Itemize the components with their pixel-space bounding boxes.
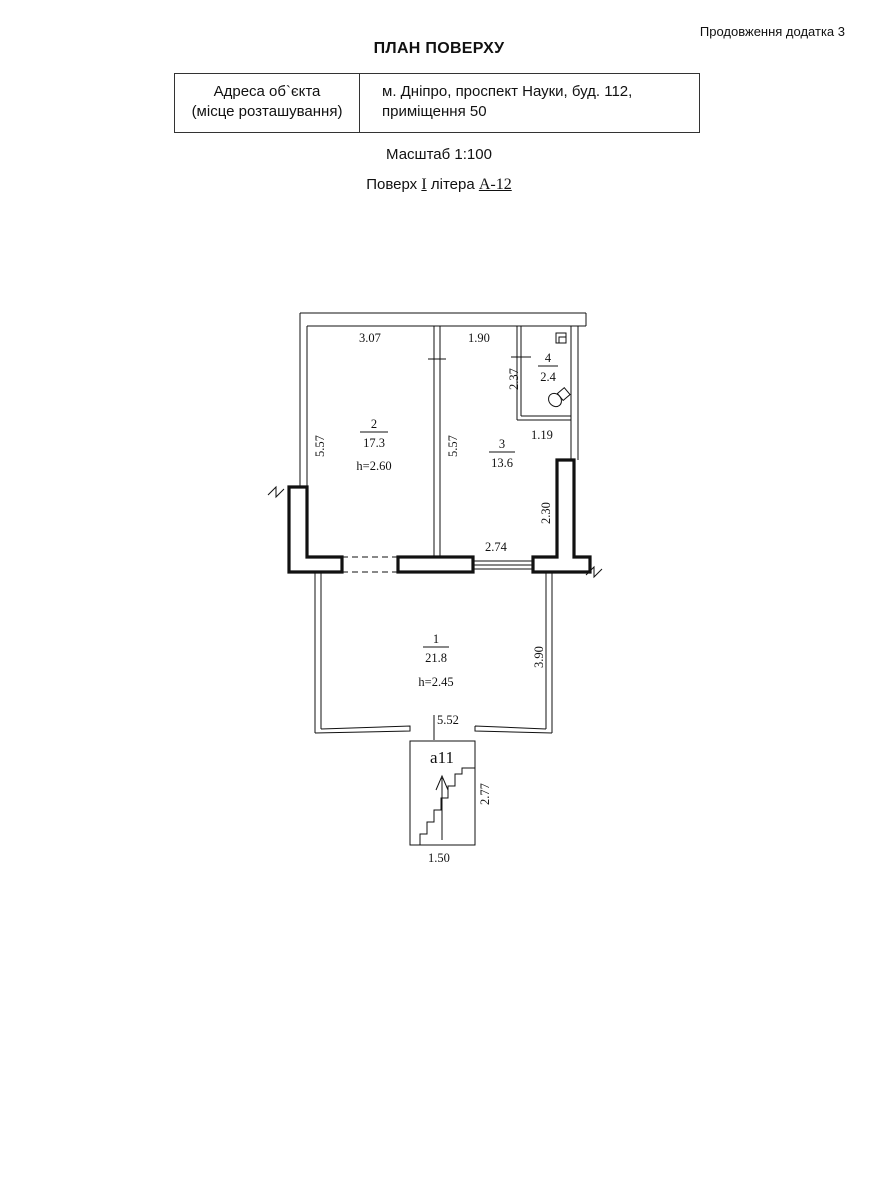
floor-prefix: Поверх (366, 176, 418, 193)
stair-outline (409, 740, 476, 846)
dim-opening-width: 2.74 (485, 540, 508, 554)
thick-wall-center (396, 555, 475, 574)
dim-room4-height: 2.37 (507, 368, 521, 390)
address-label-line1: Адреса об`єкта (213, 83, 321, 100)
room3-number: 3 (499, 437, 505, 451)
room1-area: 21.8 (425, 651, 447, 665)
floor-letter: А-12 (478, 176, 512, 193)
toilet-icon (548, 392, 562, 408)
break-mark-left (267, 485, 285, 499)
stair-label: а11 (430, 748, 454, 767)
sink-inner (558, 336, 566, 343)
page-title: ПЛАН ПОВЕРХУ (373, 40, 505, 57)
dim-room1-width: 5.52 (437, 713, 459, 727)
address-label-line2: (місце розташування) (191, 103, 343, 120)
floor-line: Поверх I літера А-12 (0, 176, 878, 194)
room3-area: 13.6 (491, 456, 513, 470)
room1-wall-bottom-left (314, 725, 411, 734)
scale-label: Масштаб 1:100 (386, 146, 492, 163)
dim-stair-height: 2.77 (478, 783, 492, 805)
room2-number: 2 (371, 417, 377, 431)
dim-stair-width: 1.50 (428, 851, 450, 865)
thick-wall-left (287, 485, 344, 574)
stair-steps (419, 767, 475, 845)
dim-room2-right-height: 5.57 (446, 435, 460, 457)
toilet-tank (556, 387, 571, 402)
dim-wall-right: 2.30 (539, 502, 553, 524)
address-value-line2: приміщення 50 (382, 103, 487, 120)
address-value-cell: м. Дніпро, проспект Науки, буд. 112, при… (360, 74, 699, 132)
appendix-note: Продовження додатка 3 (699, 24, 845, 39)
room1-number: 1 (433, 632, 439, 646)
dim-room3-width: 1.90 (468, 331, 490, 345)
address-label-cell: Адреса об`єкта (місце розташування) (175, 74, 360, 132)
dim-room2-left-height: 5.57 (313, 435, 327, 457)
address-table: Адреса об`єкта (місце розташування) м. Д… (174, 73, 700, 133)
address-value-line1: м. Дніпро, проспект Науки, буд. 112, (382, 83, 633, 100)
room4-area: 2.4 (540, 370, 556, 384)
floor-middle: літера (430, 176, 475, 193)
thick-wall-right (531, 458, 592, 574)
dim-room4-width: 1.19 (531, 428, 553, 442)
room1-wall-bottom-right (474, 725, 553, 734)
floor-number: I (421, 176, 427, 193)
sink-icon (555, 332, 567, 344)
room2-height: h=2.60 (356, 459, 391, 473)
room4-number: 4 (545, 351, 552, 365)
room1-height: h=2.45 (418, 675, 453, 689)
room2-area: 17.3 (363, 436, 385, 450)
dim-room1-height: 3.90 (532, 646, 546, 668)
dim-room2-width: 3.07 (359, 331, 381, 345)
stair-arrow-icon (435, 774, 449, 791)
